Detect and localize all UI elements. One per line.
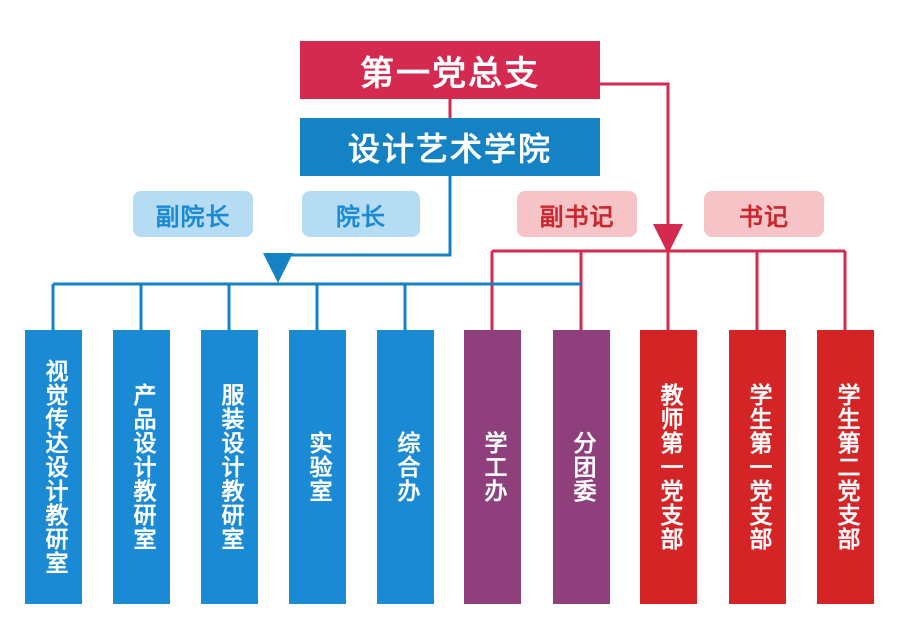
- dept-visual-communication: 视觉传达设计教研室: [25, 330, 82, 604]
- deputy-secretary-badge: 副书记: [517, 191, 637, 237]
- party-branch-title: 第一党总支: [300, 41, 600, 99]
- line-party-to-branch-bus: [600, 82, 683, 254]
- dept-student-affairs-office: 学工办: [464, 330, 521, 604]
- dept-student-party-branch-2: 学生第二党支部: [817, 330, 874, 604]
- dept-product-design: 产品设计教研室: [113, 330, 170, 604]
- dept-general-office: 综合办: [377, 330, 434, 604]
- dept-youth-league-committee: 分团委: [553, 330, 610, 604]
- dept-laboratory: 实验室: [289, 330, 346, 604]
- secretary-badge: 书记: [704, 191, 824, 237]
- dean-badge: 院长: [302, 191, 420, 237]
- dept-student-party-branch-1: 学生第一党支部: [729, 330, 786, 604]
- dept-teacher-party-branch-1: 教师第一党支部: [640, 330, 697, 604]
- line-college-to-dept-bus: [263, 176, 452, 283]
- college-title: 设计艺术学院: [300, 118, 600, 176]
- vice-dean-badge: 副院长: [133, 191, 253, 237]
- dept-fashion-design: 服装设计教研室: [201, 330, 258, 604]
